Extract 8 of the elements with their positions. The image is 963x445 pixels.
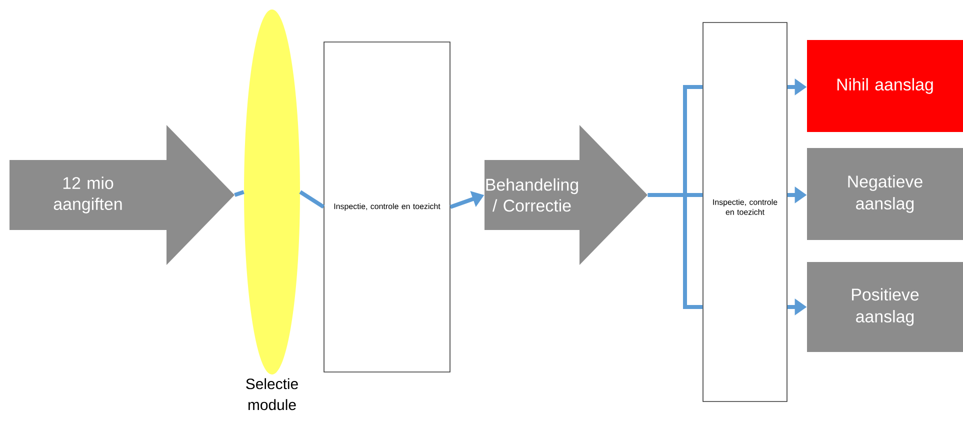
connector-line <box>299 190 325 209</box>
result-box: Nihil aanslag <box>807 40 963 132</box>
result-box: Positieve aanslag <box>807 262 963 352</box>
lens-ellipse <box>244 10 300 374</box>
connector-line <box>646 85 705 309</box>
connector-line <box>234 190 244 197</box>
node-caption: Selectie module <box>246 378 298 410</box>
result-box: Negatieve aanslag <box>807 148 963 240</box>
